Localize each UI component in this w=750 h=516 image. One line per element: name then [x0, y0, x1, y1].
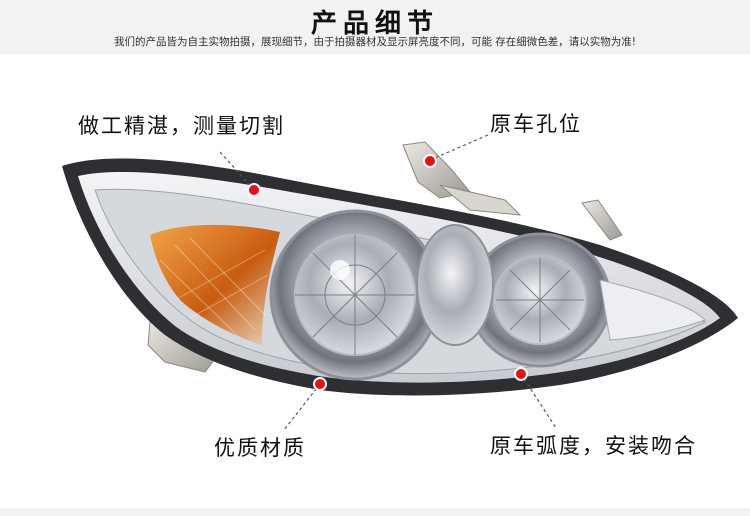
callout-curve: 原车弧度，安装吻合 [490, 434, 697, 458]
page-subtitle: 我们的产品皆为自主实物拍摄，展现细节，由于拍摄器材及显示屏亮度不同，可能 存在细… [113, 36, 637, 48]
callout-craft: 做工精湛，测量切割 [78, 114, 285, 138]
marker-dots [247, 154, 528, 391]
right-bracket [581, 199, 623, 241]
marker-material [313, 377, 327, 391]
header-band: 产品细节 我们的产品皆为自主实物拍摄，展现细节，由于拍摄器材及显示屏亮度不同，可… [0, 0, 750, 54]
leader-lines [219, 134, 557, 431]
marker-curve [514, 367, 528, 381]
footer-band [0, 508, 750, 516]
top-bracket [402, 141, 522, 216]
amber-turn-signal [150, 224, 280, 345]
center-reflector [416, 224, 494, 346]
marker-craft [247, 183, 261, 197]
callout-holes: 原车孔位 [490, 112, 582, 136]
callout-material: 优质材质 [214, 436, 306, 460]
reflector-facets [295, 235, 415, 355]
page-title: 产品细节 [310, 9, 439, 39]
headlight-photo [62, 134, 738, 431]
amber-prism-grid [159, 237, 269, 339]
marker-holes [423, 154, 437, 168]
